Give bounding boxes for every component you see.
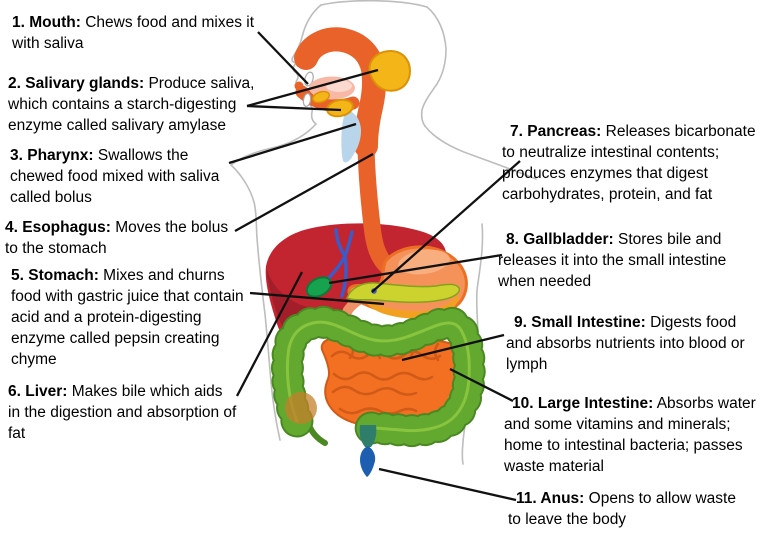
stomach-fundus-highlight: [398, 249, 450, 275]
parotid-gland-shape: [368, 50, 411, 92]
label-esophagus-description: Moves the bolus to the stomach: [5, 219, 229, 257]
leader-line-salivary-parotid: [246, 68, 379, 108]
label-gallbladder-title: 8. Gallbladder:: [506, 231, 614, 248]
head-top-outline: [320, 0, 428, 8]
upper-lip-shape: [295, 58, 305, 68]
leader-line-pancreas: [371, 160, 521, 293]
label-anus-description: Opens to allow waste to leave the body: [508, 490, 736, 528]
leader-lines: [228, 31, 521, 502]
anus-shape: [360, 446, 376, 477]
label-liver-title: 6. Liver:: [8, 383, 68, 400]
label-gallbladder-description: Stores bile and releases it into the sma…: [498, 231, 727, 290]
gallbladder-shape: [305, 276, 333, 298]
label-salivary-glands-description: Produce saliva, which contains a starch-…: [8, 75, 255, 134]
label-liver: 6. Liver: Makes bile which aids in the d…: [8, 381, 238, 444]
label-pancreas-title: 7. Pancreas:: [510, 123, 602, 140]
label-anus-title: 11. Anus:: [516, 490, 585, 507]
left-torso-outline: [230, 164, 281, 441]
label-stomach: 5. Stomach: Mixes and churns food with g…: [11, 265, 257, 370]
large-intestine-shape: [270, 305, 486, 448]
appendix-shape: [306, 422, 328, 446]
leader-line-gallbladder: [328, 253, 503, 285]
leader-line-anus: [378, 467, 517, 502]
label-salivary-glands: 2. Salivary glands: Produce saliva, whic…: [8, 73, 258, 136]
leader-line-esophagus: [234, 152, 374, 233]
label-stomach-description: Mixes and churns food with gastric juice…: [11, 267, 244, 368]
label-liver-description: Makes bile which aids in the digestion a…: [8, 383, 237, 442]
label-pancreas-description: Releases bicarbonate to neutralize intes…: [502, 123, 756, 203]
label-large-intestine: 10. Large Intestine: Absorbs water and s…: [504, 393, 764, 477]
sublingual-gland-shape: [312, 90, 330, 104]
shoulder-outline: [424, 125, 537, 180]
label-anus: 11. Anus: Opens to allow waste to leave …: [508, 488, 750, 530]
leader-line-mouth: [257, 31, 309, 85]
label-small-intestine-description: Digests food and absorbs nutrients into …: [506, 314, 745, 373]
label-esophagus-title: 4. Esophagus:: [5, 219, 111, 236]
label-small-intestine-title: 9. Small Intestine:: [514, 314, 646, 331]
label-pharynx: 3. Pharynx: Swallows the chewed food mix…: [10, 145, 232, 208]
leader-line-large-intestine: [449, 367, 514, 403]
leader-line-small-intestine: [401, 333, 505, 362]
leader-line-pharynx: [228, 122, 357, 165]
rectum-shape: [359, 425, 377, 447]
label-pharynx-description: Swallows the chewed food mixed with sali…: [10, 147, 220, 206]
leader-line-salivary-submandibular: [246, 104, 342, 112]
back-head-neck-outline: [420, 6, 447, 127]
label-large-intestine-description: Absorbs water and some vitamins and mine…: [504, 395, 756, 475]
pancreas-shape: [346, 282, 461, 304]
leader-line-liver: [235, 271, 304, 397]
label-small-intestine: 9. Small Intestine: Digests food and abs…: [506, 312, 748, 375]
pharynx-shape: [341, 110, 361, 163]
cecum-shape: [285, 392, 317, 424]
label-esophagus: 4. Esophagus: Moves the bolus to the sto…: [5, 217, 243, 259]
submandibular-gland-shape: [326, 98, 354, 118]
esophagus-shape: [357, 131, 395, 274]
label-large-intestine-title: 10. Large Intestine:: [512, 395, 654, 412]
lower-lip-shape: [294, 81, 304, 91]
label-mouth-description: Chews food and mixes it with saliva: [12, 14, 255, 52]
label-gallbladder: 8. Gallbladder: Stores bile and releases…: [498, 229, 746, 292]
label-stomach-title: 5. Stomach:: [11, 267, 99, 284]
label-salivary-glands-title: 2. Salivary glands:: [8, 75, 145, 92]
label-pancreas: 7. Pancreas: Releases bicarbonate to neu…: [502, 121, 762, 205]
label-mouth-title: 1. Mouth:: [12, 14, 81, 31]
leader-line-stomach: [249, 291, 385, 306]
teeth-lower-shape: [302, 92, 312, 108]
label-mouth: 1. Mouth: Chews food and mixes it with s…: [12, 12, 264, 54]
label-pharynx-title: 3. Pharynx:: [10, 147, 94, 164]
